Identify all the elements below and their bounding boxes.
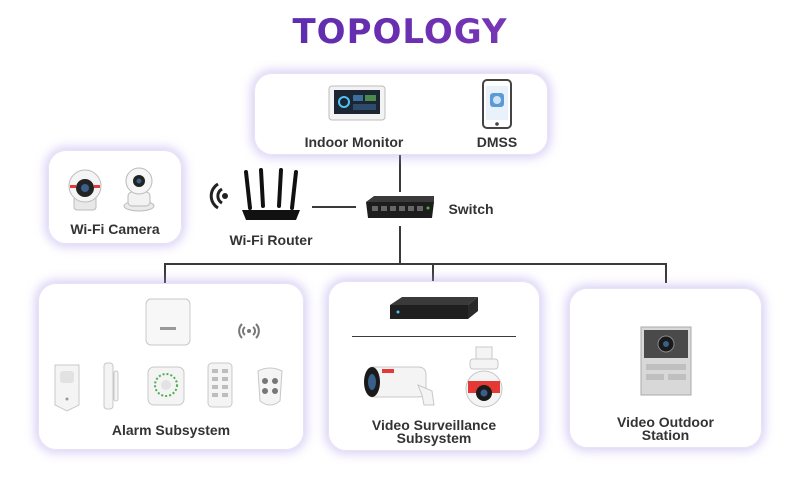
nvr-divider [352, 336, 516, 337]
indoor-monitor-label: Indoor Monitor [304, 134, 404, 150]
connector-bus-outdoor [665, 263, 667, 283]
alarm-subsystem-card: Alarm Subsystem [38, 283, 304, 450]
dmss-label: DMSS [476, 134, 518, 150]
switch-label: Switch [448, 201, 494, 217]
network-switch-icon [366, 196, 434, 218]
video-surveillance-label: Video Surveillance Subsystem [371, 417, 497, 446]
indoor-monitor-icon [328, 85, 386, 121]
remote-keyfob-icon [257, 367, 283, 406]
smartphone-icon [482, 79, 512, 129]
connector-bus-alarm [164, 263, 166, 283]
wifi-router-icon [242, 168, 300, 220]
video-outdoor-station-card: Video Outdoor Station [569, 288, 762, 448]
wifi-camera-card: Wi-Fi Camera [48, 150, 182, 244]
connector-router-switch [312, 206, 356, 208]
wifi-router-label: Wi-Fi Router [229, 232, 313, 248]
outdoor-station-icon [640, 326, 692, 396]
pir-motion-detector-icon [54, 364, 80, 412]
video-outdoor-station-label: Video Outdoor Station [617, 414, 714, 443]
keypad-icon [207, 362, 233, 408]
video-surveillance-card: Video Surveillance Subsystem [328, 281, 540, 451]
nvr-recorder-icon [390, 297, 478, 319]
dome-camera-icon [68, 169, 102, 211]
alarm-hub-icon [145, 298, 191, 346]
indoor-monitor-card: Indoor Monitor DMSS [254, 73, 548, 155]
bullet-camera-icon [364, 366, 435, 406]
connector-monitor-switch [399, 155, 401, 192]
wireless-signal-icon [238, 323, 260, 339]
wifi-camera-label: Wi-Fi Camera [70, 221, 160, 237]
connector-bus [164, 263, 667, 265]
siren-speaker-icon [147, 366, 185, 406]
alarm-subsystem-label: Alarm Subsystem [111, 422, 231, 438]
page-title: TOPOLOGY [0, 12, 800, 52]
wifi-signal-icon [209, 182, 228, 210]
ptz-camera-icon [465, 346, 503, 408]
connector-switch-bus [399, 226, 401, 264]
door-contact-sensor-icon [103, 362, 119, 410]
connector-bus-video [432, 263, 434, 281]
pan-tilt-camera-icon [123, 167, 155, 212]
